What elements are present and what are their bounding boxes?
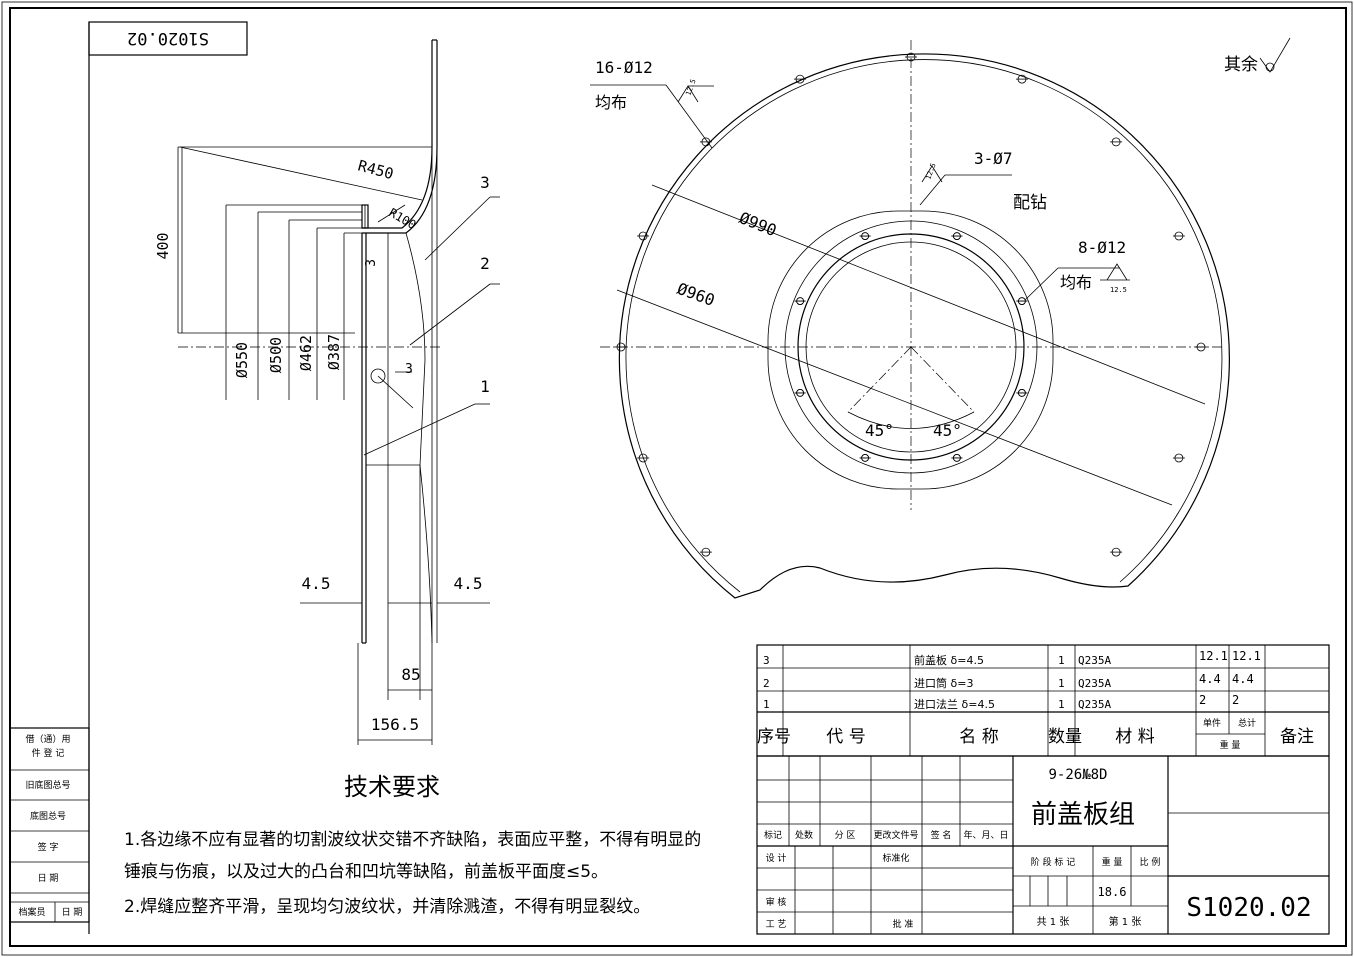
bom-row-2-name: 进口筒 δ=3 (914, 676, 973, 690)
bom-row-2-unit: 4.4 (1199, 672, 1221, 686)
tech-req-line-1: 1.各边缘不应有显著的切割波纹状交错不齐缺陷，表面应平整，不得有明显的 (124, 830, 701, 850)
rev-head-date: 年、月、日 (963, 829, 1008, 841)
outer-hole-pattern (615, 52, 1207, 557)
rotated-drawing-number: S1020.02 (127, 28, 209, 48)
angle-45-right: 45° (933, 421, 962, 440)
bom-row-1-no: 1 (763, 698, 770, 711)
tech-req-line-3: 2.焊缝应整齐平滑，呈现均匀波纹状，并清除溅渣，不得有明显裂纹。 (124, 897, 650, 917)
register-old-base: 旧底图总号 (25, 779, 70, 791)
rev-head-mark: 标记 (764, 829, 782, 841)
rev-head-zone: 分 区 (835, 830, 856, 841)
bom-row-1-mat: Q235A (1078, 698, 1111, 711)
model-number: 9-26№8D (1048, 767, 1107, 783)
label-8-holes: 8-Ø12 (1078, 238, 1126, 257)
bom-row-3-total: 12.1 (1232, 649, 1261, 663)
callout-1: 1 (480, 377, 490, 396)
bom-head-qty: 数量 (1048, 727, 1082, 747)
label-3-holes: 3-Ø7 (974, 149, 1013, 168)
bom-row-3-mat: Q235A (1078, 654, 1111, 667)
dim-400: 400 (154, 232, 172, 259)
bom-row-2-qty: 1 (1058, 677, 1065, 690)
bom-head-material: 材 料 (1115, 727, 1154, 747)
front-view (590, 37, 1291, 599)
register-archivist: 档案员 (18, 906, 45, 918)
register-block: 借（通）用 件 登 记 旧底图总号 底图总号 签 字 日 期 档案员 日 期 (9, 727, 90, 923)
label-16-holes: 16-Ø12 (595, 58, 653, 77)
bom-row-1-name: 进口法兰 δ=4.5 (914, 697, 995, 711)
drawing-number: S1020.02 (1186, 893, 1311, 923)
dim-d960: Ø960 (675, 279, 718, 310)
stage-label: 阶 段 标 记 (1031, 856, 1076, 868)
bom-row-1-total: 2 (1232, 693, 1239, 707)
bom-head-weight: 重 量 (1220, 739, 1241, 751)
bom-row-2-mat: Q235A (1078, 677, 1111, 690)
bom-row-3-qty: 1 (1058, 654, 1065, 667)
rotated-number-box: S1020.02 (88, 21, 248, 56)
bom-head-total: 总计 (1238, 717, 1256, 729)
bom-head-no: 序号 (757, 727, 791, 747)
register-base: 底图总号 (30, 810, 66, 822)
dim-d990: Ø990 (737, 208, 780, 240)
surface-note: 其余 (1224, 55, 1258, 75)
bom-row-2-total: 4.4 (1232, 672, 1254, 686)
label-3-holes-note: 配钻 (1013, 193, 1047, 213)
rev-head-count: 处数 (795, 829, 813, 841)
dim-d387: Ø387 (325, 334, 343, 370)
bom-head-name: 名 称 (959, 727, 998, 747)
bom-row-1-unit: 2 (1199, 693, 1206, 707)
title-block (756, 755, 1330, 935)
dim-4-5-left: 4.5 (302, 574, 331, 593)
register-date2: 日 期 (62, 907, 83, 918)
register-record: 件 登 记 (32, 747, 65, 759)
register-sign: 签 字 (38, 841, 59, 853)
standard-label: 标准化 (882, 852, 909, 864)
bom-row-3-no: 3 (763, 654, 770, 667)
weight-value: 18.6 (1098, 885, 1127, 899)
rough-3: 12.5 (1110, 286, 1127, 294)
label-8-holes-note: 均布 (1060, 273, 1092, 292)
tech-req-title: 技术要求 (344, 773, 440, 801)
dim-3-b: 3 (405, 362, 413, 377)
sheet-number: 第 1 张 (1109, 915, 1142, 928)
angle-45-left: 45° (865, 421, 894, 440)
dim-4-5-right: 4.5 (454, 574, 483, 593)
tech-req-line-2: 锤痕与伤痕，以及过大的凸台和凹坑等缺陷，前盖板平面度≤5。 (124, 862, 608, 882)
inner-hole-pattern (794, 232, 1028, 462)
dim-d462: Ø462 (297, 335, 315, 371)
dim-3-a: 3 (364, 259, 379, 267)
approve-label: 批 准 (893, 918, 914, 930)
sheet-border (9, 7, 1347, 947)
review-label: 审 核 (766, 896, 787, 908)
section-view (177, 39, 500, 745)
bom-row-3-unit: 12.1 (1199, 649, 1228, 663)
callout-3: 3 (480, 173, 490, 192)
register-date: 日 期 (38, 873, 59, 884)
dim-d550: Ø550 (233, 342, 251, 378)
dim-d500: Ø500 (267, 337, 285, 373)
dim-156-5: 156.5 (371, 715, 419, 734)
bom-row-3-name: 前盖板 δ=4.5 (914, 653, 984, 667)
bom-head-note: 备注 (1280, 727, 1314, 747)
rev-head-sign: 签 名 (931, 829, 952, 841)
dim-r450: R450 (356, 156, 396, 183)
bom-row-2-no: 2 (763, 677, 770, 690)
process-label: 工 艺 (766, 919, 787, 930)
dim-85: 85 (401, 665, 420, 684)
weight-label: 重 量 (1102, 856, 1123, 868)
part-name: 前盖板组 (1031, 800, 1135, 830)
label-16-holes-note: 均布 (595, 93, 627, 112)
design-label: 设 计 (766, 852, 787, 864)
rev-head-doc: 更改文件号 (873, 829, 918, 841)
bom-head-unit: 单件 (1203, 717, 1221, 729)
rough-1: 12.5 (684, 78, 697, 97)
callout-2: 2 (480, 254, 490, 273)
scale-label: 比 例 (1140, 856, 1161, 868)
bom-head-code: 代 号 (826, 727, 865, 747)
bom-row-1-qty: 1 (1058, 698, 1065, 711)
sheets-total: 共 1 张 (1037, 916, 1070, 928)
register-borrow: 借（通）用 (25, 733, 70, 745)
